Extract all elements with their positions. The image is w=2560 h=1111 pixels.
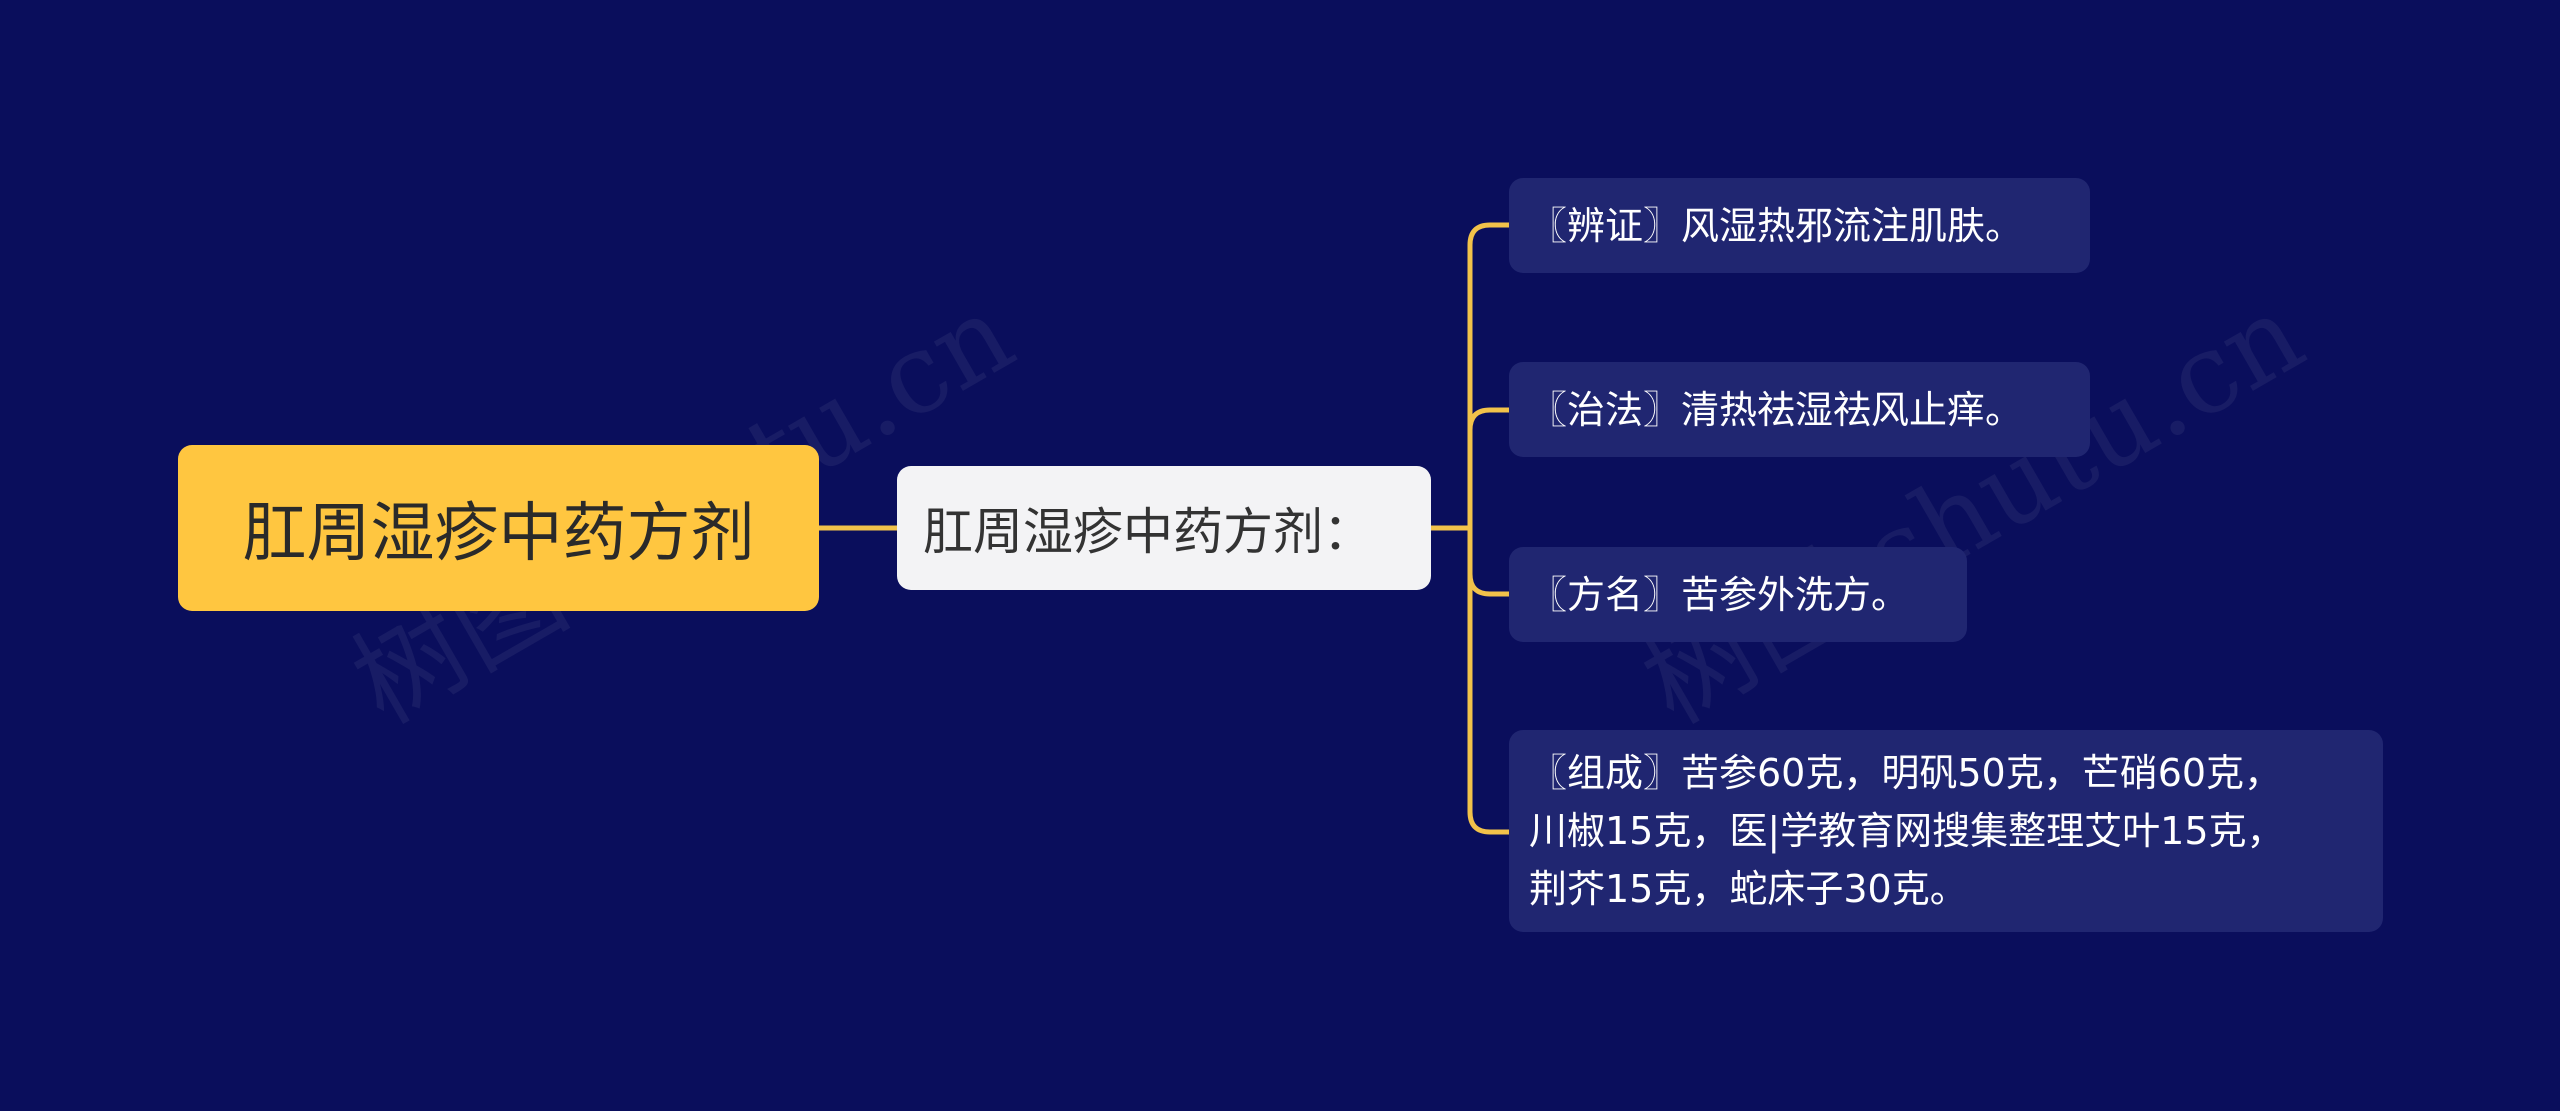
leaf-node-formula-name[interactable]: 〖方名〗苦参外洗方。 xyxy=(1509,547,1967,642)
branch-to-leaf-2 xyxy=(1467,407,1509,431)
leaf-node-composition[interactable]: 〖组成〗苦参60克，明矾50克，芒硝60克， 川椒15克，医|学教育网搜集整理艾… xyxy=(1509,730,2383,932)
leaf-node-diagnosis[interactable]: 〖辨证〗风湿热邪流注肌肤。 xyxy=(1509,178,2090,273)
root-node[interactable]: 肛周湿疹中药方剂 xyxy=(178,445,819,611)
subtopic-node[interactable]: 肛周湿疹中药方剂： xyxy=(897,466,1431,590)
leaf-node-treatment[interactable]: 〖治法〗清热祛湿祛风止痒。 xyxy=(1509,362,2090,457)
branch-to-leaf-3 xyxy=(1467,573,1509,597)
branch-trunk xyxy=(1467,222,1509,835)
